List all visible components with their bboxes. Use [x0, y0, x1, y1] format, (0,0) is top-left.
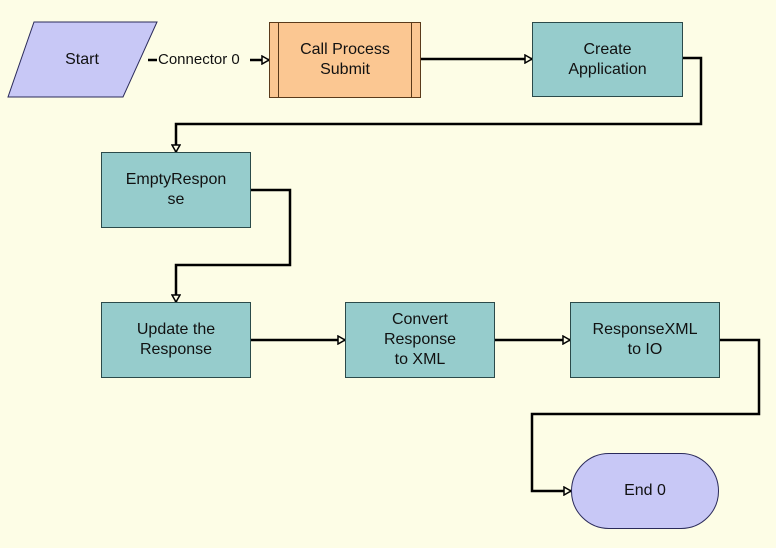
call-process-submit-label: Call Process Submit: [300, 41, 390, 78]
responsexml-to-io-node[interactable]: ResponseXML to IO: [570, 302, 720, 378]
create-application-label: Create Application: [568, 40, 647, 78]
end-node[interactable]: End 0: [571, 453, 719, 529]
subprocess-right-bar: [411, 23, 412, 97]
end-node-label: End 0: [624, 482, 666, 499]
convert-response-node[interactable]: Convert Response to XML: [345, 302, 495, 378]
connector-create-to-empty[interactable]: [176, 56, 703, 152]
start-node[interactable]: Start: [65, 50, 99, 68]
empty-response-node[interactable]: EmptyRespon se: [101, 152, 251, 228]
empty-response-label: EmptyRespon se: [125, 171, 227, 208]
connector-responsexml-to-end[interactable]: [530, 338, 761, 491]
convert-response-label: Convert Response to XML: [383, 311, 457, 368]
subprocess-left-bar: [278, 23, 279, 97]
connector-empty-to-update[interactable]: [176, 188, 292, 302]
create-application-node[interactable]: Create Application: [532, 22, 683, 97]
start-node-shape[interactable]: [7, 21, 158, 98]
call-process-submit-node[interactable]: Call Process Submit: [269, 22, 421, 98]
update-response-label: Update the Response: [136, 321, 216, 358]
connector-label: Connector 0: [157, 51, 241, 68]
update-response-node[interactable]: Update the Response: [101, 302, 251, 378]
responsexml-to-io-label: ResponseXML to IO: [592, 321, 698, 358]
